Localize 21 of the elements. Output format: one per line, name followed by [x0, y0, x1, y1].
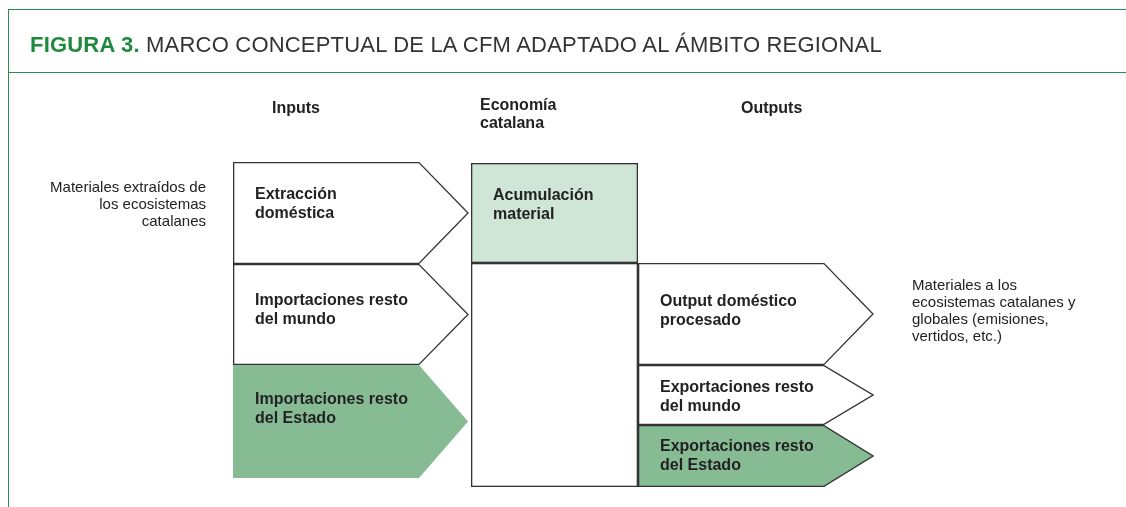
box-label: Exportaciones resto del mundo	[660, 377, 815, 415]
side-note: Materiales a los ecosistemas catalanes y globales (emisiones, vertidos, etc.)	[912, 276, 1077, 344]
chevron-box	[233, 264, 469, 365]
box-label: Importaciones resto del mundo	[255, 290, 409, 328]
column-header: Economía catalana	[480, 96, 558, 132]
chevron-box	[638, 263, 874, 365]
box-label: Exportaciones resto del Estado	[660, 436, 815, 474]
chevron-box	[233, 365, 469, 478]
box-label: Output doméstico procesado	[660, 291, 798, 329]
box-label: Acumulación material	[493, 185, 595, 223]
chevron-box	[638, 365, 874, 425]
figure-title: FIGURA 3. MARCO CONCEPTUAL DE LA CFM ADAPTADO AL ÁMBITO REGIONAL	[30, 32, 882, 58]
process-box	[471, 263, 638, 487]
side-note: Materiales extraídos de los ecosistemas catalanes	[49, 178, 207, 229]
box-label: Extracción doméstica	[255, 184, 338, 222]
process-box	[471, 163, 638, 263]
column-header: Inputs	[272, 98, 321, 118]
column-header: Outputs	[741, 98, 804, 118]
chevron-box	[233, 162, 469, 264]
box-label: Importaciones resto del Estado	[255, 389, 409, 427]
chevron-box	[638, 425, 874, 487]
